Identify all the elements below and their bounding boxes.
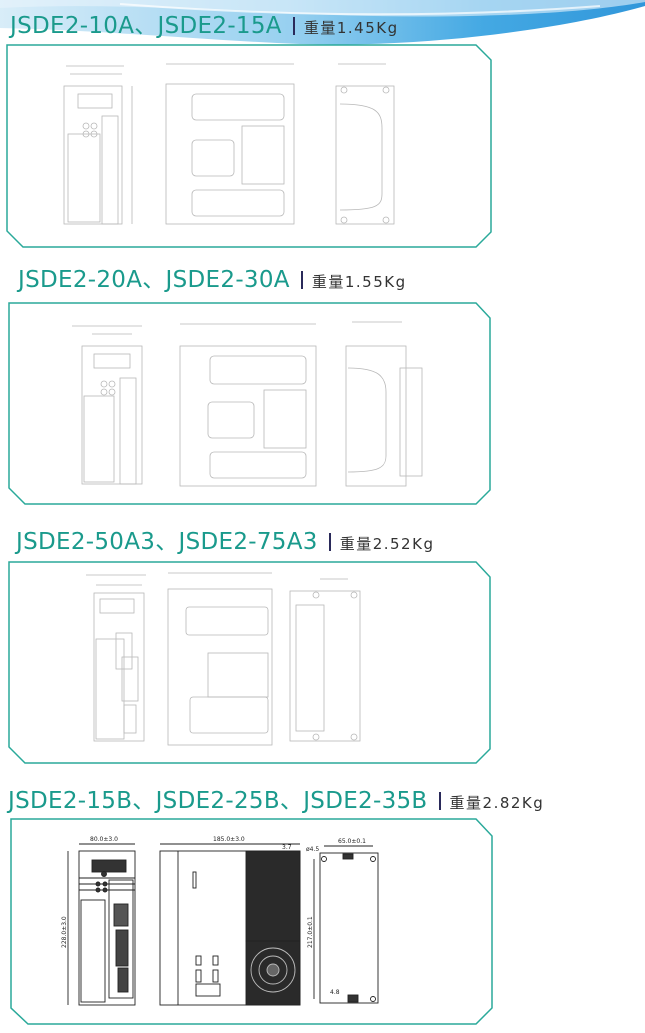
dimension-drawing-jsde2-20a	[72, 321, 423, 487]
weight-label: 重量	[449, 794, 483, 812]
weight-label: 重量	[311, 273, 345, 291]
section-1-heading: JSDE2-10A、JSDE2-15A 重量 1.45Kg	[10, 6, 399, 40]
svg-text:185.0±3.0: 185.0±3.0	[213, 836, 245, 843]
weight-value: 2.82Kg	[482, 794, 545, 812]
svg-text:3.7: 3.7	[282, 844, 292, 851]
weight-value: 1.55Kg	[344, 273, 407, 291]
model-names: JSDE2-15B、JSDE2-25B、JSDE2-35B	[8, 788, 428, 814]
separator	[328, 533, 331, 551]
model-names: JSDE2-10A、JSDE2-15A	[10, 13, 282, 39]
section-2-heading: JSDE2-20A、JSDE2-30A 重量 1.55Kg	[18, 260, 407, 294]
dimension-drawing-jsde2-15b: 80.0±3.0 228.0±3.0 185.0±3.0 3.7 65.0±0.…	[61, 836, 379, 1006]
separator	[300, 271, 303, 289]
weight-value: 1.45Kg	[336, 19, 399, 37]
weight-label: 重量	[339, 535, 373, 553]
dimension-drawing-jsde2-10a	[63, 63, 395, 225]
svg-text:228.0±3.0: 228.0±3.0	[61, 916, 68, 948]
svg-text:80.0±3.0: 80.0±3.0	[90, 836, 118, 843]
svg-text:ø4.5: ø4.5	[306, 846, 319, 853]
model-names: JSDE2-20A、JSDE2-30A	[18, 267, 290, 293]
model-names: JSDE2-50A3、JSDE2-75A3	[16, 529, 318, 555]
separator	[438, 792, 441, 810]
svg-text:4.8: 4.8	[330, 989, 340, 996]
weight-value: 2.52Kg	[372, 535, 435, 553]
section-4-heading: JSDE2-15B、JSDE2-25B、JSDE2-35B 重量 2.82Kg	[8, 781, 544, 815]
svg-text:65.0±0.1: 65.0±0.1	[338, 838, 366, 845]
section-3-heading: JSDE2-50A3、JSDE2-75A3 重量 2.52Kg	[16, 522, 434, 556]
svg-text:217.0±0.1: 217.0±0.1	[307, 916, 314, 948]
separator	[292, 17, 295, 35]
weight-label: 重量	[303, 19, 337, 37]
header-wave-banner	[0, 0, 645, 48]
dimension-drawing-jsde2-50a3	[86, 572, 361, 746]
